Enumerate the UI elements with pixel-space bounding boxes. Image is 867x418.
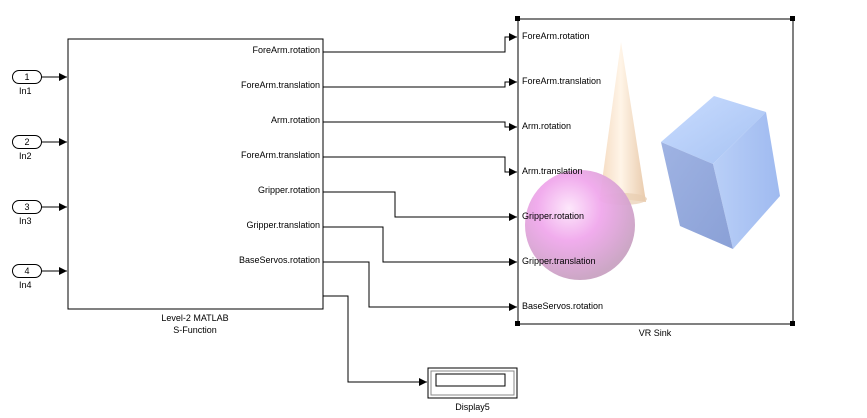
vrsink-input-label: Gripper.translation bbox=[522, 256, 596, 266]
inport-2-label: In2 bbox=[19, 151, 32, 161]
display-name: Display5 bbox=[455, 402, 490, 412]
sfunc-output-label: ForeArm.translation bbox=[240, 150, 320, 160]
inport-4[interactable]: 4 bbox=[12, 264, 42, 278]
sfunc-name-line2: S-Function bbox=[173, 325, 217, 335]
sfunc-output-label: ForeArm.rotation bbox=[252, 45, 320, 55]
sfunc-output-label: ForeArm.translation bbox=[240, 80, 320, 90]
inport-2[interactable]: 2 bbox=[12, 135, 42, 149]
inport-4-label: In4 bbox=[19, 280, 32, 290]
vrsink-input-label: ForeArm.rotation bbox=[522, 31, 590, 41]
vrsink-name: VR Sink bbox=[638, 328, 672, 338]
vrsink-input-label: Arm.rotation bbox=[522, 121, 572, 131]
cone-shape bbox=[600, 42, 646, 202]
inport-3[interactable]: 3 bbox=[12, 200, 42, 214]
sfunc-output-label: Gripper.rotation bbox=[257, 185, 320, 195]
cube-shape bbox=[661, 96, 780, 249]
sphere-shape bbox=[525, 170, 635, 280]
inport-3-label: In3 bbox=[19, 216, 32, 226]
display-block[interactable] bbox=[427, 367, 518, 399]
sfunc-name-line1: Level-2 MATLAB bbox=[161, 313, 229, 323]
sfunc-output-label: Gripper.translation bbox=[246, 220, 320, 230]
vrsink-input-label: Gripper.rotation bbox=[522, 211, 585, 221]
inport-1[interactable]: 1 bbox=[12, 70, 42, 84]
inport-1-label: In1 bbox=[19, 86, 32, 96]
vrsink-input-label: Arm.translation bbox=[522, 166, 583, 176]
sfunc-output-label: Arm.rotation bbox=[270, 115, 320, 125]
input-lines bbox=[41, 73, 67, 275]
vr-sink-block[interactable] bbox=[515, 16, 795, 326]
vrsink-input-label: ForeArm.translation bbox=[522, 76, 602, 86]
s-function-block[interactable] bbox=[67, 38, 324, 310]
signal-lines bbox=[323, 33, 517, 386]
sfunc-output-label: BaseServos.rotation bbox=[238, 255, 320, 265]
vrsink-input-label: BaseServos.rotation bbox=[522, 301, 604, 311]
